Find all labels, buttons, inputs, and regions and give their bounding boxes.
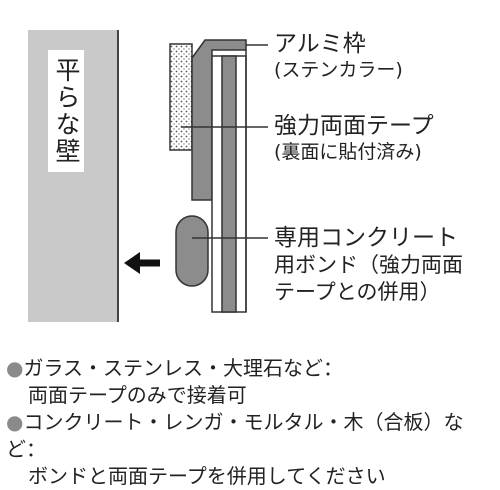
usage-notes: ●ガラス・ステンレス・大理石など： 両面テープのみで接着可 ●コンクリート・レン… [6,355,496,490]
bond-line-2: 用ボンド（強力両面 [274,253,463,277]
construction-bond [175,215,209,287]
double-sided-tape [169,43,193,151]
frame-channel-inner [221,55,237,313]
tape-callout: 強力両面テープ (裏面に貼付済み) [274,112,434,164]
frame-subtitle: (ステンカラー) [274,59,403,81]
frame-title: アルミ枠 [274,31,366,57]
note-line-2: ボンドと両面テープを併用してください [28,464,386,488]
bond-line-3: テープとの併用） [274,280,441,304]
frame-callout: アルミ枠 (ステンカラー) [274,30,403,82]
note-glass: ●ガラス・ステンレス・大理石など： 両面テープのみで接着可 [6,355,496,409]
wall-label: 平らな壁 [48,50,84,172]
note-line-1: コンクリート・レンガ・モルタル・木（合板）など： [6,410,464,461]
mounting-diagram: 平らな壁 アルミ枠 (ステンカラー) 強力両面テープ (裏面に貼付済み) 専用コ… [28,30,463,322]
tape-subtitle: (裏面に貼付済み) [274,141,422,163]
tape-title: 強力両面テープ [274,113,434,139]
bond-line-1: 専用コンクリート [274,225,458,251]
note-line-1: ガラス・ステンレス・大理石など： [23,356,344,380]
left-arrow-icon [124,252,160,274]
note-line-2: 両面テープのみで接着可 [28,383,247,407]
bullet-icon: ● [6,356,24,380]
note-concrete: ●コンクリート・レンガ・モルタル・木（合板）など： ボンドと両面テープを併用して… [6,409,496,490]
bullet-icon: ● [6,410,24,434]
aluminum-frame [191,39,247,201]
bond-callout: 専用コンクリート 用ボンド（強力両面 テープとの併用） [274,224,463,306]
